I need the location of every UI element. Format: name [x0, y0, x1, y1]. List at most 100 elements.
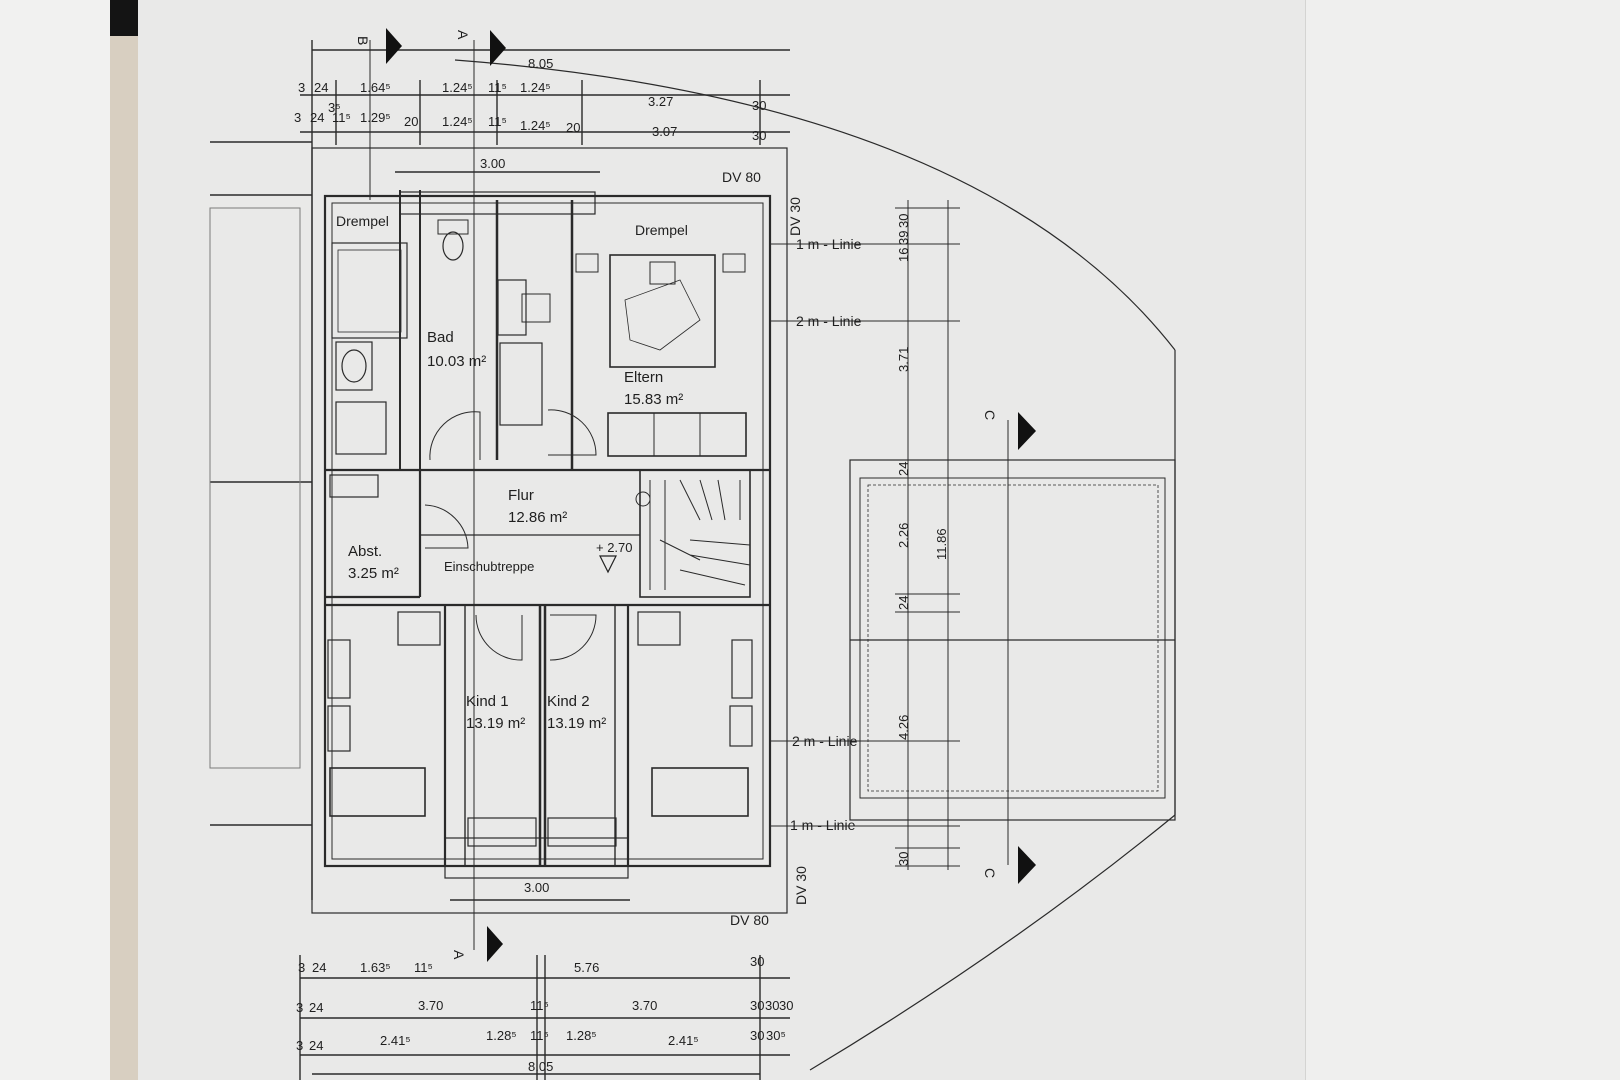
dim-top-r2-8: 1.24⁵ — [520, 118, 551, 133]
section-arrow-c-top — [1018, 412, 1036, 450]
section-arrow-a-top — [490, 30, 506, 66]
room-eltern-area: 15.83 m² — [624, 391, 683, 408]
neighbour-outline — [209, 207, 301, 769]
label-dv80-bottom: DV 80 — [730, 912, 769, 928]
nightstand-left — [575, 253, 599, 273]
blanket — [624, 279, 701, 351]
desk-left — [397, 611, 441, 646]
door-kind2 — [549, 614, 597, 661]
door-abst — [424, 504, 469, 549]
dim-top-r1-4: 11⁵ — [488, 80, 507, 95]
stair-treads — [649, 479, 751, 590]
room-flur-area: 12.86 m² — [508, 509, 567, 526]
label-dv80-top: DV 80 — [722, 169, 761, 185]
desk-bad — [497, 279, 527, 336]
label-1m-linie-top: 1 m - Linie — [796, 236, 862, 252]
dim-top-r2-9: 20 — [566, 120, 580, 135]
binder-spine — [110, 0, 140, 1080]
dim-top-r2-1: 24 — [310, 110, 324, 125]
dim-bot-r1-0: 3 — [298, 960, 305, 975]
pillow — [649, 261, 676, 285]
door-kind1 — [475, 614, 523, 661]
dim-bot-r2-1: 24 — [309, 1000, 323, 1015]
label-einschubtreppe: Einschubtreppe — [444, 559, 534, 574]
outer-wall — [323, 194, 772, 868]
dim-bot-r3-4: 11⁵ — [530, 1028, 549, 1043]
dim-top-inner: 3.00 — [480, 156, 505, 171]
roof-section-dashed — [867, 484, 1159, 792]
desk-kind1 — [467, 817, 537, 847]
dim-top-r1-6: 3.27 — [648, 94, 673, 109]
dim-right-2: 30 — [896, 214, 911, 228]
bathtub-inner — [337, 249, 402, 333]
dim-bot-r1-1: 24 — [312, 960, 326, 975]
binder-corner — [110, 0, 142, 36]
section-label-a-top: A — [455, 30, 471, 40]
dim-bottom-overall: 8.05 — [528, 1059, 553, 1074]
section-arrow-b — [386, 28, 402, 64]
dim-bot-r1-5: 30 — [750, 954, 764, 969]
dim-top-r1-0: 3 — [298, 80, 305, 95]
roof-outline-bottom — [809, 814, 1176, 1071]
dim-top-r2-11: 30 — [752, 128, 766, 143]
dim-bot-r3-5: 1.28⁵ — [566, 1028, 597, 1043]
dim-bot-r2-3: 11⁵ — [530, 998, 549, 1013]
section-label-a-bottom: A — [451, 950, 467, 960]
label-2m-linie-top: 2 m - Linie — [796, 313, 862, 329]
dim-top-r1-5: 1.24⁵ — [520, 80, 551, 95]
dim-bot-r3-8: 30⁵ — [766, 1028, 786, 1043]
label-level: + 2.70 — [596, 540, 633, 555]
nightstand-right — [722, 253, 746, 273]
bathtub — [331, 242, 408, 339]
label-drempel-left: Drempel — [336, 213, 389, 229]
section-label-c-bottom: C — [982, 868, 998, 878]
shelf-right — [731, 639, 753, 699]
stair-start-marker — [635, 491, 651, 507]
room-kind1-name: Kind 1 — [466, 693, 509, 710]
room-eltern-name: Eltern — [624, 369, 663, 386]
section-arrow-a-bottom — [487, 926, 503, 962]
dim-top-r2-5: 20 — [404, 114, 418, 129]
dim-bottom-inner: 3.00 — [524, 880, 549, 895]
dim-top-r1-2: 1.64⁵ — [360, 80, 391, 95]
section-arrow-c-bottom — [1018, 846, 1036, 884]
dim-top-r2-2: 3⁵ — [328, 100, 341, 115]
dim-top-r2-0: 3 — [294, 110, 301, 125]
dim-bot-r2-0: 3 — [296, 1000, 303, 1015]
bed-left — [329, 767, 426, 817]
dim-top-r2-6: 1.24⁵ — [442, 114, 473, 129]
dim-top-r2-10: 3.07 — [652, 124, 677, 139]
dim-bot-r1-3: 11⁵ — [414, 960, 433, 975]
dim-top-r1-3: 1.24⁵ — [442, 80, 473, 95]
dim-bot-r3-1: 24 — [309, 1038, 323, 1053]
dim-right-5: 2.26 — [896, 523, 911, 548]
shelf-left — [327, 639, 351, 699]
desk-right — [637, 611, 681, 646]
dim-bot-r2-2: 3.70 — [418, 998, 443, 1013]
bed-right — [651, 767, 749, 817]
dim-bot-r3-0: 3 — [296, 1038, 303, 1053]
inner-wall-line — [331, 202, 764, 860]
label-2m-linie-bottom: 2 m - Linie — [792, 733, 858, 749]
outer-boundary — [311, 147, 788, 914]
shower — [335, 401, 387, 455]
roof-section-inner — [859, 477, 1166, 799]
dim-bot-r3-7: 30 — [750, 1028, 764, 1043]
toilet-tank — [437, 219, 469, 235]
room-kind1-area: 13.19 m² — [466, 715, 525, 732]
dim-top-overall: 8.05 — [528, 56, 553, 71]
cabinet-right — [729, 705, 753, 747]
dim-right-3: 3.71 — [896, 347, 911, 372]
room-abst-area: 3.25 m² — [348, 565, 399, 582]
shelf-bad — [499, 342, 543, 426]
room-bad-area: 10.03 m² — [427, 353, 486, 370]
stair-box — [639, 469, 751, 598]
dim-top-r1-7: 30 — [752, 98, 766, 113]
dim-right-7: 4.26 — [896, 715, 911, 740]
section-label-c-top: C — [982, 410, 998, 420]
dim-right-6: 24 — [896, 596, 911, 610]
sink-counter — [335, 341, 373, 391]
section-label-b: B — [355, 36, 371, 45]
double-bed — [609, 254, 716, 368]
dim-right-total: 11.86 — [934, 528, 949, 560]
